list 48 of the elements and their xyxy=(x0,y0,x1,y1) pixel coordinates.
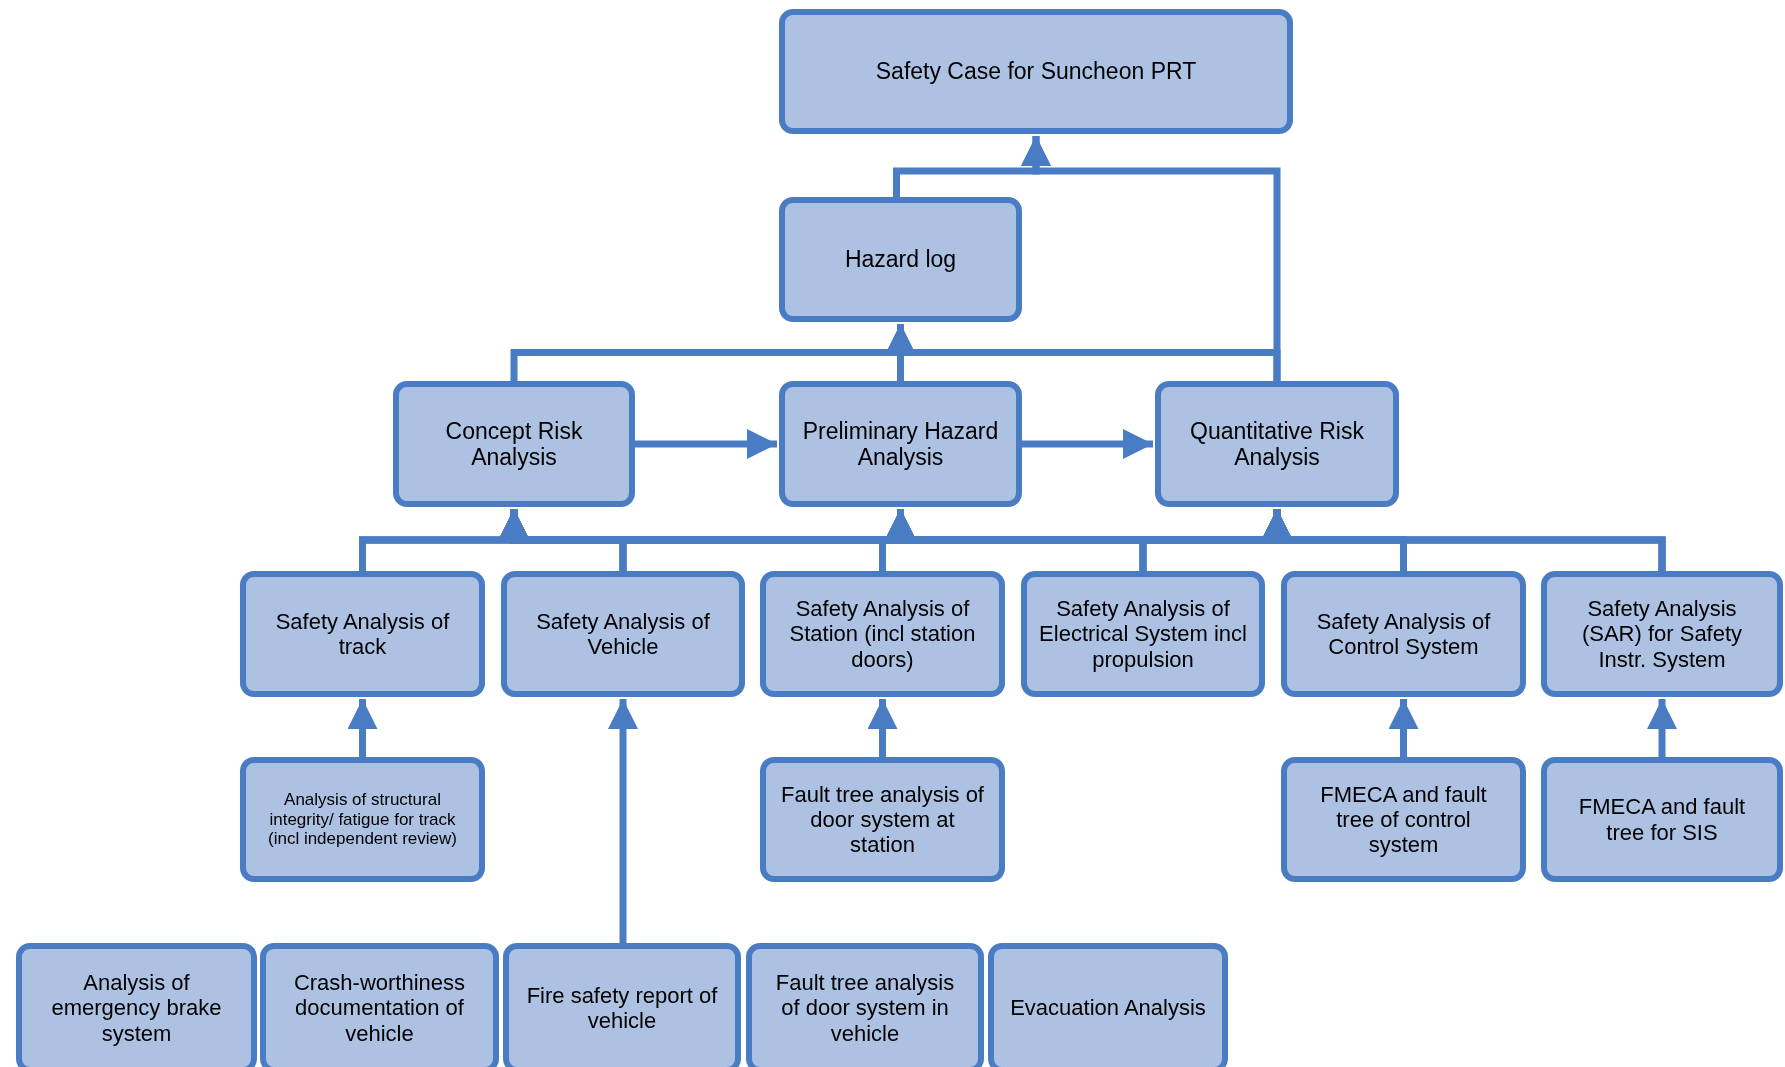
process-box xyxy=(988,943,1228,1067)
box-label: Fault tree analysis of door system in vehicle xyxy=(774,970,956,1046)
process-box xyxy=(779,197,1022,322)
box-label: Safety Analysis (SAR) for Safety Instr. System xyxy=(1580,596,1744,672)
arrow xyxy=(885,324,1281,381)
box-label: Fault tree analysis of door system at station xyxy=(780,781,985,858)
box-label: Analysis of structural integrity/ fatigue for track (incl independent review) xyxy=(267,790,458,849)
box-label: Preliminary Hazard Analysis xyxy=(801,417,1000,471)
process-box xyxy=(1541,571,1783,697)
box-label: Quantitative Risk Analysis xyxy=(1189,417,1365,471)
process-box xyxy=(746,943,984,1067)
process-box xyxy=(1021,571,1265,697)
box-label: Fire safety report of vehicle xyxy=(525,982,719,1034)
process-box xyxy=(1281,757,1526,882)
process-box xyxy=(240,571,485,697)
box-label: Safety Analysis of Station (incl station doors) xyxy=(788,596,977,672)
box-label: Safety Case for Suncheon PRT xyxy=(875,58,1197,85)
process-box xyxy=(240,757,485,882)
arrow xyxy=(1647,699,1677,757)
process-box xyxy=(501,571,745,697)
process-box xyxy=(760,571,1005,697)
box-label: Crash-worthiness documentation of vehicle xyxy=(292,970,467,1046)
process-box xyxy=(1541,757,1783,882)
process-box xyxy=(503,943,741,1067)
process-box xyxy=(779,9,1293,134)
box-label: Evacuation Analysis xyxy=(1010,995,1206,1021)
arrow xyxy=(635,429,777,459)
arrow xyxy=(1388,699,1419,757)
box-label: Safety Analysis of Control System xyxy=(1315,608,1492,660)
process-box xyxy=(1281,571,1526,697)
arrow xyxy=(867,699,898,757)
box-label: Concept Risk Analysis xyxy=(444,417,584,471)
box-label: Safety Analysis of track xyxy=(274,608,451,660)
box-label: Analysis of emergency brake system xyxy=(50,970,223,1046)
box-label: Safety Analysis of Electrical System incl propulsion xyxy=(1039,596,1247,672)
process-box xyxy=(16,943,257,1067)
arrow xyxy=(1022,429,1153,459)
box-label: Hazard log xyxy=(844,246,957,273)
process-box xyxy=(260,943,499,1067)
process-box xyxy=(1155,381,1399,507)
arrow xyxy=(608,699,638,943)
process-box xyxy=(779,381,1022,507)
arrow xyxy=(347,699,378,757)
box-label: FMECA and fault tree of control system xyxy=(1319,781,1488,858)
box-label: Safety Analysis of Vehicle xyxy=(535,608,711,660)
process-box xyxy=(760,757,1005,882)
box-label: FMECA and fault tree for SIS xyxy=(1577,794,1747,845)
process-box xyxy=(393,381,635,507)
